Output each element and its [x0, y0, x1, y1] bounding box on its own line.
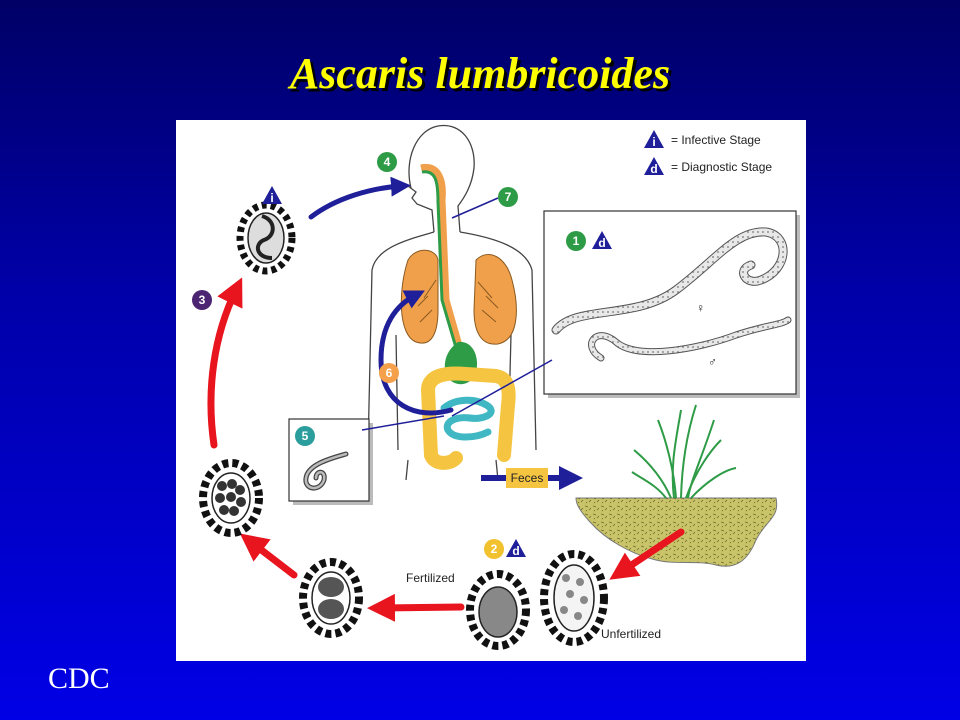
stage-7-badge: 7 — [498, 187, 518, 207]
svg-text:i: i — [270, 191, 273, 205]
esophagus — [420, 163, 470, 371]
svg-text:i: i — [652, 135, 655, 149]
svg-text:7: 7 — [505, 190, 512, 204]
large-intestine — [420, 366, 516, 470]
male-symbol: ♂ — [708, 355, 717, 369]
egg-infective — [236, 201, 296, 275]
stage-3-infective-icon: i — [262, 186, 282, 205]
soil-and-grass — [575, 404, 778, 567]
migration-arrows — [308, 176, 454, 416]
stage-2-diagnostic-icon — [506, 539, 526, 557]
egg-unfertilized — [540, 550, 608, 646]
legend: i = Infective Stage d = Diagnostic Stage — [644, 130, 772, 176]
svg-text:d: d — [650, 162, 657, 176]
pointer-lines — [361, 197, 553, 431]
legend-infective-label: = Infective Stage — [671, 133, 761, 147]
stage-2-badge: 2 d — [484, 539, 526, 559]
svg-text:3: 3 — [199, 293, 206, 307]
svg-text:d: d — [512, 544, 519, 558]
stage-4-badge: 4 — [377, 152, 397, 172]
stage-6-badge: 6 — [379, 363, 399, 383]
right-lung — [473, 254, 517, 345]
infective-symbol-icon: i — [644, 130, 664, 149]
stage-3-badge: 3 — [192, 290, 212, 310]
feces-label: Feces — [511, 471, 544, 485]
lifecycle-diagram: i = Infective Stage d = Diagnostic Stage — [176, 120, 806, 661]
svg-text:4: 4 — [384, 155, 391, 169]
svg-text:d: d — [598, 236, 605, 250]
egg-two-cell — [299, 558, 363, 638]
egg-fertilized — [466, 570, 530, 650]
left-lung — [400, 249, 439, 344]
stage-1-diagnostic-icon — [592, 231, 612, 249]
diagnostic-symbol-icon: d — [644, 157, 664, 176]
female-symbol: ♀ — [696, 301, 705, 315]
adult-worms-inset: ♀ ♂ — [543, 210, 800, 398]
svg-text:1: 1 — [573, 234, 580, 248]
stage-1-badge: 1 d — [566, 231, 612, 251]
small-intestine — [440, 396, 495, 441]
unfertilized-label: Unfertilized — [601, 627, 661, 641]
larva-inset — [288, 418, 373, 505]
fertilized-label: Fertilized — [406, 571, 455, 585]
lifecycle-svg: i = Infective Stage d = Diagnostic Stage — [192, 124, 800, 650]
legend-diagnostic-label: = Diagnostic Stage — [671, 160, 772, 174]
stage-5-badge: 5 — [295, 426, 315, 446]
stage-1-circle — [566, 231, 586, 251]
svg-text:6: 6 — [386, 366, 393, 380]
egg-morula — [199, 459, 263, 537]
svg-text:2: 2 — [491, 542, 498, 556]
feces-arrow: Feces — [481, 466, 583, 490]
cycle-arrows — [207, 277, 685, 622]
svg-text:5: 5 — [302, 429, 309, 443]
source-credit: CDC — [48, 662, 110, 695]
slide-title: Ascaris lumbricoides — [289, 49, 671, 98]
